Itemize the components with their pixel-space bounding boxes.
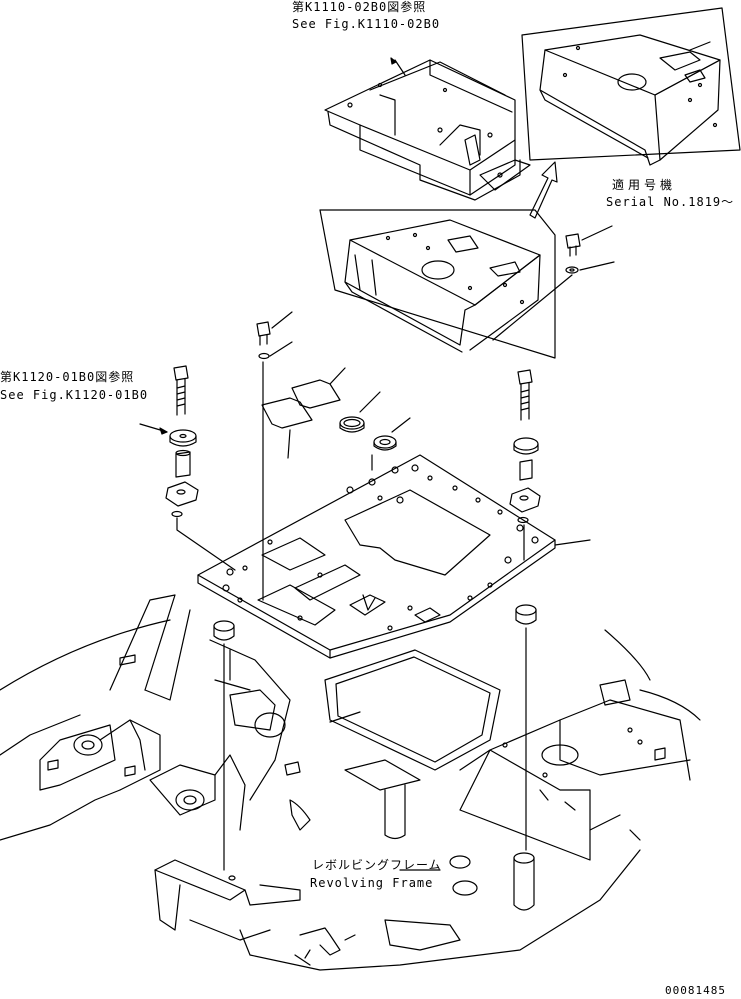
mount-stack-right (510, 370, 540, 560)
inset-box-serial (522, 8, 740, 165)
drawing-number: 00081485 (665, 984, 726, 997)
upgrade-arrow (530, 162, 557, 218)
gasket (325, 650, 500, 770)
callout-left-jp: 第K1120-01B0図参照 (0, 370, 135, 384)
bolt-mid-left (257, 312, 292, 600)
serial-label-en: Serial No.1819～ (606, 195, 735, 209)
callout-top-jp: 第K1110-02B0図参照 (292, 0, 427, 14)
serial-label-jp: 適用号機 (612, 178, 677, 192)
revolving-frame (0, 595, 700, 970)
inset-box-middle (320, 210, 555, 358)
floor-plate (198, 455, 590, 658)
callout-left-en: See Fig.K1120-01B0 (0, 388, 149, 402)
bolt-right-small (493, 226, 614, 340)
lower-mounts (214, 605, 536, 870)
callout-top-en: See Fig.K1110-02B0 (292, 17, 441, 31)
mount-stack-left (140, 366, 235, 570)
frame-label-jp: レボルビングフレーム (312, 858, 442, 872)
cover-assembly-top (325, 58, 530, 200)
frame-label-en: Revolving Frame (310, 876, 434, 890)
small-plates (262, 368, 345, 458)
seal-rings (340, 392, 410, 470)
